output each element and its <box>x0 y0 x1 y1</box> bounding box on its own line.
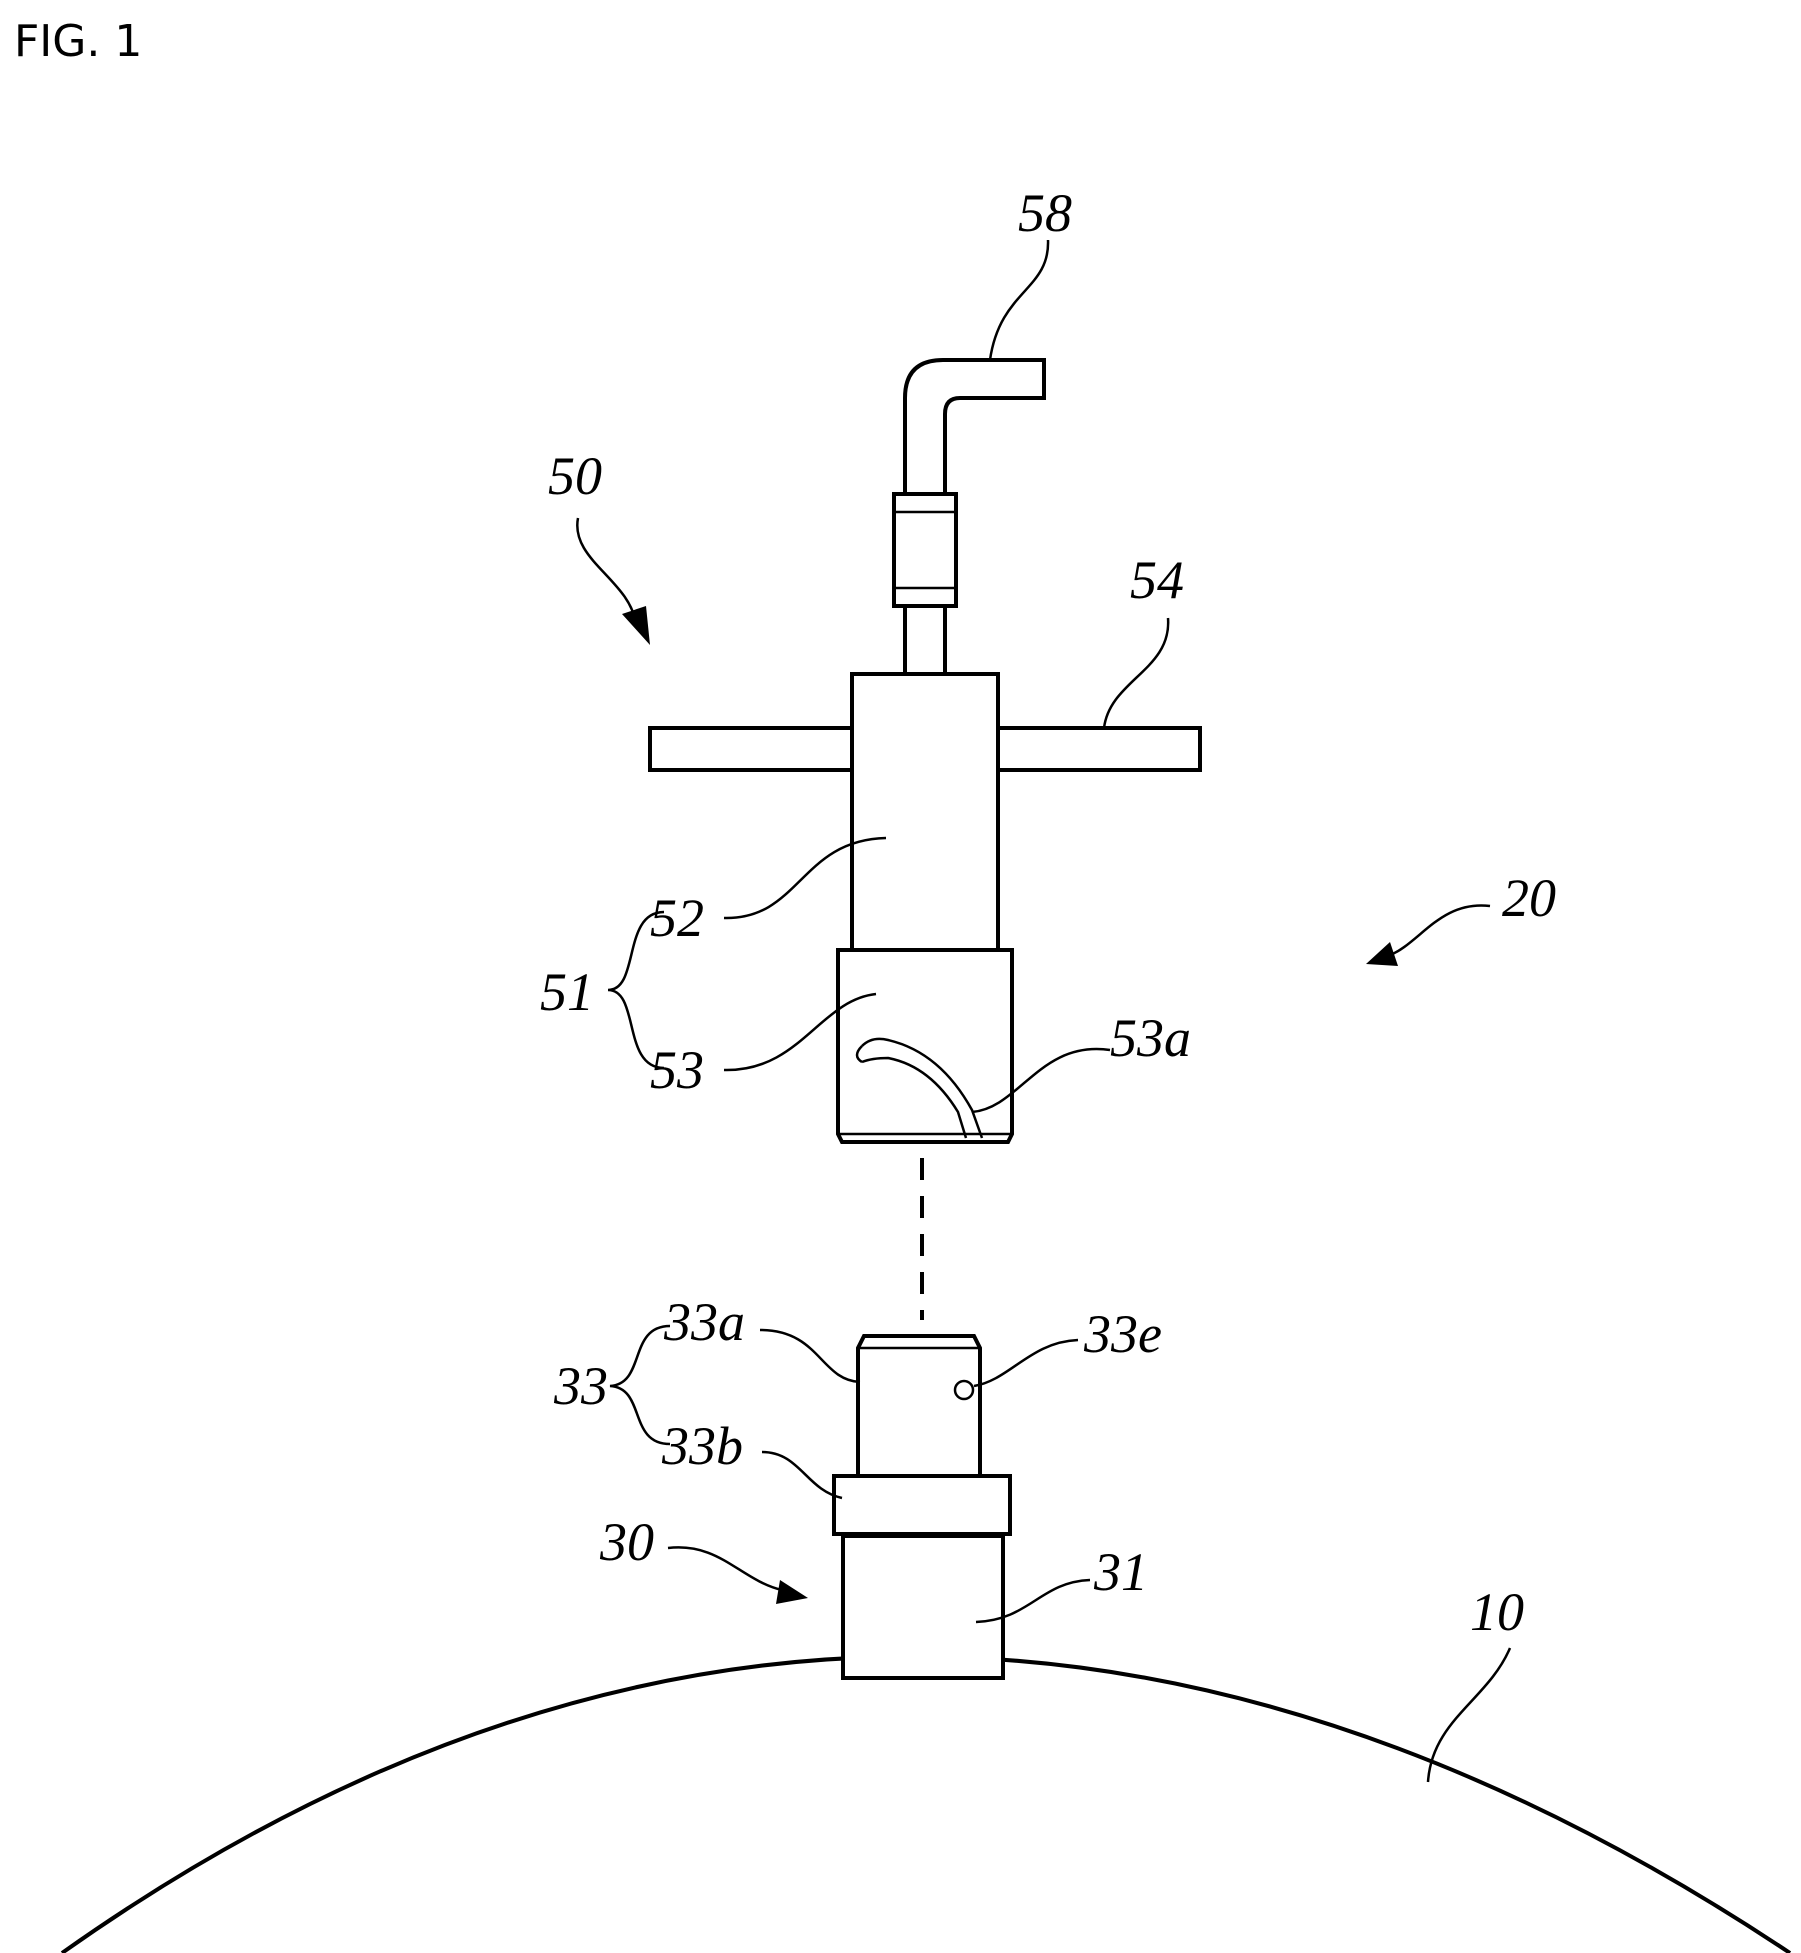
rod <box>905 606 945 674</box>
leader-33b <box>762 1452 842 1498</box>
brace-33 <box>610 1326 670 1444</box>
label-20: 20 <box>1502 868 1556 928</box>
label-33a: 33a <box>663 1292 745 1352</box>
label-52: 52 <box>650 888 704 948</box>
label-53: 53 <box>650 1040 704 1100</box>
arrow-50-shaft <box>577 518 636 624</box>
label-10: 10 <box>1470 1582 1524 1642</box>
arrow-30-shaft <box>668 1547 782 1590</box>
sleeve-33a <box>858 1336 980 1476</box>
label-33e: 33e <box>1083 1304 1162 1364</box>
base-pipe-31 <box>843 1536 1003 1678</box>
upper-body-52 <box>852 674 998 950</box>
tank-outline <box>62 1657 1790 1953</box>
leader-58 <box>990 240 1048 360</box>
label-33b: 33b <box>661 1416 743 1476</box>
figure-title: FIG. 1 <box>14 16 142 67</box>
arrow-20-head <box>1366 942 1398 966</box>
arrow-20-shaft <box>1388 905 1490 956</box>
label-53a: 53a <box>1110 1008 1191 1068</box>
leader-54 <box>1104 618 1168 728</box>
l-pipe-58 <box>905 360 1044 494</box>
label-51: 51 <box>540 962 594 1022</box>
label-31: 31 <box>1093 1542 1148 1602</box>
leader-33e <box>974 1340 1078 1386</box>
lower-body-53 <box>838 950 1012 1142</box>
leader-33a <box>760 1330 860 1382</box>
label-30: 30 <box>599 1512 654 1572</box>
label-54: 54 <box>1130 550 1184 610</box>
arrow-50-head <box>622 606 650 645</box>
flange-33b <box>834 1476 1010 1534</box>
label-50: 50 <box>548 446 602 506</box>
label-58: 58 <box>1018 183 1072 243</box>
leader-10 <box>1428 1648 1510 1782</box>
label-33: 33 <box>553 1356 608 1416</box>
arrow-30-head <box>776 1580 808 1604</box>
